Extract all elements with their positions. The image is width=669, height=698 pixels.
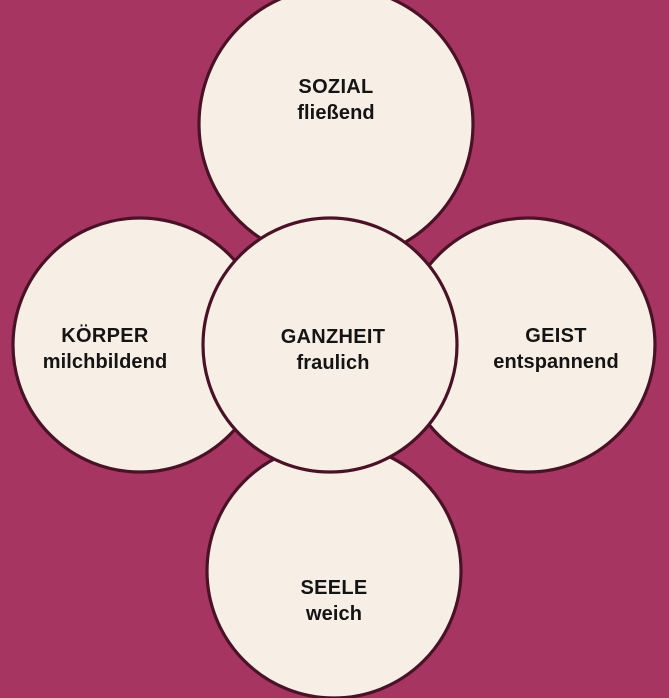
circle-seele [205, 442, 463, 698]
circle-ganzheit [201, 216, 459, 474]
